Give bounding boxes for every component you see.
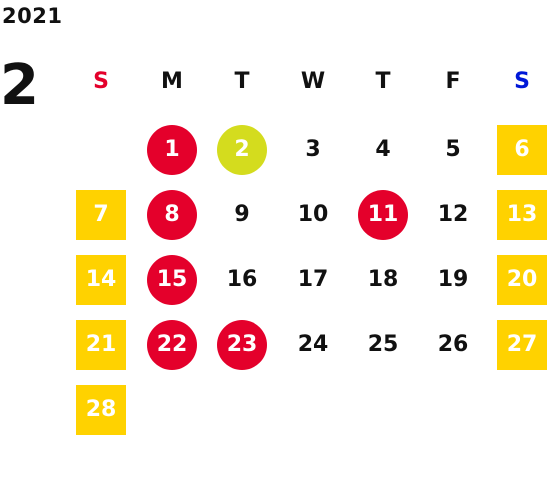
calendar-day-25[interactable]: 25: [367, 332, 399, 357]
calendar-day-17[interactable]: 17: [297, 267, 329, 292]
weekday-label: F: [445, 69, 461, 94]
calendar-day-28[interactable]: 28: [76, 385, 126, 435]
weekday-label: T: [375, 69, 391, 94]
weekday-label: W: [300, 69, 326, 94]
calendar-day-18[interactable]: 18: [367, 267, 399, 292]
calendar-day-5[interactable]: 5: [445, 137, 461, 162]
calendar-day-12[interactable]: 12: [437, 202, 469, 227]
weekday-label: S: [514, 69, 530, 94]
calendar-day-2[interactable]: 2: [217, 125, 267, 175]
calendar-day-13[interactable]: 13: [497, 190, 547, 240]
calendar-day-20[interactable]: 20: [497, 255, 547, 305]
calendar-day-24[interactable]: 24: [297, 332, 329, 357]
calendar-day-19[interactable]: 19: [437, 267, 469, 292]
calendar-day-21[interactable]: 21: [76, 320, 126, 370]
calendar-day-8[interactable]: 8: [147, 190, 197, 240]
weekday-label: S: [93, 69, 109, 94]
calendar-day-9[interactable]: 9: [234, 202, 250, 227]
calendar-month: 2: [0, 53, 39, 118]
calendar-day-10[interactable]: 10: [297, 202, 329, 227]
calendar-day-3[interactable]: 3: [305, 137, 321, 162]
weekday-label: T: [234, 69, 250, 94]
calendar-day-14[interactable]: 14: [76, 255, 126, 305]
calendar-day-22[interactable]: 22: [147, 320, 197, 370]
weekday-label: M: [161, 69, 183, 94]
calendar-day-11[interactable]: 11: [358, 190, 408, 240]
calendar-day-1[interactable]: 1: [147, 125, 197, 175]
calendar-day-16[interactable]: 16: [226, 267, 258, 292]
calendar-day-4[interactable]: 4: [375, 137, 391, 162]
calendar-day-23[interactable]: 23: [217, 320, 267, 370]
calendar-day-26[interactable]: 26: [437, 332, 469, 357]
calendar-day-27[interactable]: 27: [497, 320, 547, 370]
calendar-day-7[interactable]: 7: [76, 190, 126, 240]
calendar-year: 2021: [2, 4, 63, 28]
calendar-day-6[interactable]: 6: [497, 125, 547, 175]
calendar-day-15[interactable]: 15: [147, 255, 197, 305]
